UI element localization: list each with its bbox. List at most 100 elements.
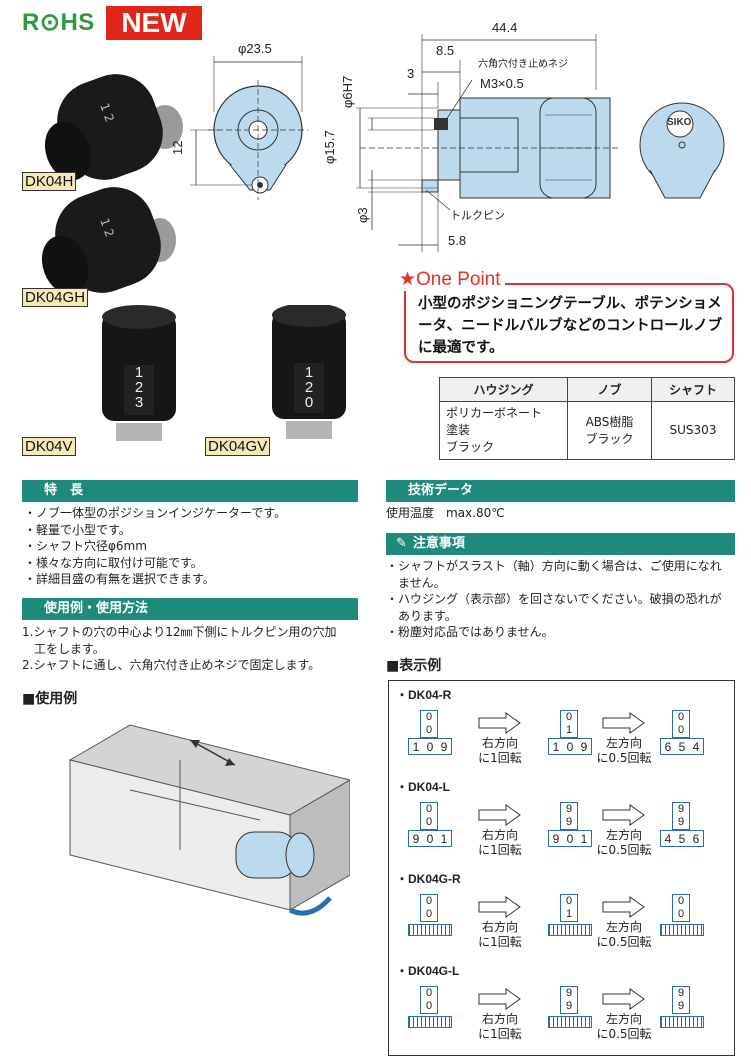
rotation-note: 右方向に1回転 [470,828,530,858]
counter-digit: 0 [565,895,573,907]
dim-15-7: φ15.7 [322,130,337,164]
rotation-note-line: に0.5回転 [596,843,652,857]
counter-digit: 9 [565,1000,573,1012]
list-item: ・シャフト穴径φ6mm [24,539,147,553]
rotation-note-line: 右方向 [481,736,518,750]
new-badge: NEW [106,6,202,40]
rotation-note-line: に0.5回転 [596,1027,652,1041]
dk04h-photo: 1 2 [44,74,183,181]
dial-digit: 5 [678,740,686,754]
one-point-title: ★One Point [395,268,505,291]
dim-44-4: 44.4 [492,20,518,35]
features-header: 特 長 [22,480,358,502]
rotation-note-line: に1回転 [478,1027,522,1041]
dial-digit: 1 [580,832,588,846]
rotation-note-line: 右方向 [481,920,518,934]
right-arrow-icon [478,988,521,1010]
dial-digit: 1 [440,832,448,846]
rotation-note: 右方向に1回転 [470,736,530,766]
list-item: ・ハウジング（表示部）を回さないでください。破損の恐れが [386,592,722,606]
technical-drawing [190,34,725,252]
right-arrow-icon [478,712,521,734]
caution-header: ✎注意事項 [386,533,735,555]
right-arrow-icon [602,712,645,734]
dial-digit: 0 [566,740,574,754]
counter-digit: 9 [677,816,685,828]
dim-6h7: φ6H7 [340,75,355,108]
dial-digit: 5 [678,832,686,846]
counter-digit: 0 [677,724,685,736]
front-view-housing [208,80,308,200]
dial-scale [408,1016,452,1028]
rotation-note-line: 右方向 [481,1012,518,1026]
dial-digit: 1 [412,740,420,754]
dial-scale [660,924,704,936]
dial-digit: 4 [692,740,700,754]
features-list: ・ノブ一体型のポジションインジケーターです。 ・軽量で小型です。 ・シャフト穴径… [24,505,364,588]
dial-scale [548,924,592,936]
rotation-note: 左方向に0.5回転 [594,1012,654,1042]
dial-scale [548,1016,592,1028]
right-arrow-icon [478,804,521,826]
dial-digit: 9 [552,832,560,846]
list-item: 1.シャフトの穴の中心より12㎜下側にトルクピン用の穴加 [22,625,337,639]
list-item: あります。 [386,608,457,623]
usage-example-title: ■使用例 [22,691,78,707]
screw-size: M3×0.5 [480,76,524,91]
rotation-note: 右方向に1回転 [470,1012,530,1042]
back-view-housing [639,102,725,199]
counter-digit: 0 [677,908,685,920]
counter-digit: 9 [565,987,573,999]
counter-digit: 9 [677,987,685,999]
right-arrow-icon [602,804,645,826]
dim-3-top: 3 [407,66,415,81]
product-photos: 1 2 1 2 [41,74,183,441]
one-point-text: 小型のポジショニングテーブル、ポテンショメータ、ニードルバルブなどのコントロール… [418,296,723,356]
usage-illustration [68,724,350,916]
dial-digit: 6 [692,832,700,846]
caution-list: ・シャフトがスラスト（軸）方向に動く場合は、ご使用になれ ません。 ・ハウジング… [386,558,736,641]
counter-digit: 9 [565,816,573,828]
list-item: ません。 [386,575,446,590]
dial-digit: 9 [440,740,448,754]
torque-pin-label: トルクピン [450,209,505,222]
table-header: ハウジング [439,377,568,402]
dial-digit: 0 [426,832,434,846]
tech-text: 使用温度 max.80℃ [386,506,505,520]
counter-digit: 0 [425,803,433,815]
list-item: ・シャフトがスラスト（軸）方向に動く場合は、ご使用になれ [386,559,722,573]
table-header: ノブ [567,377,652,402]
rotation-note: 左方向に0.5回転 [594,828,654,858]
rotation-note: 右方向に1回転 [470,920,530,950]
rotation-note-line: に1回転 [478,935,522,949]
dk04v-photo [102,305,176,441]
list-item: ・粉塵対応品ではありません。 [386,625,554,639]
dim-8-5: 8.5 [436,43,455,58]
display-examples-frame [388,680,735,1056]
counter-digit: 9 [565,803,573,815]
counter-digit: 9 [677,803,685,815]
dim-3-side: φ3 [355,207,370,223]
counter-digit: 1 [565,724,573,736]
table-cell: SUS303 [651,401,735,460]
display-row-label: ・DK04-R [396,688,452,702]
tech-header: 技術データ [386,480,735,502]
display-title: ■表示例 [386,658,442,674]
materials-table: ハウジング ノブ シャフト ポリカーボネート 塗装 ブラック ABS樹脂 ブラッ… [439,377,735,460]
list-item: 工をします。 [22,641,105,656]
dial-digit: 4 [664,832,672,846]
counter-digit: 0 [425,724,433,736]
